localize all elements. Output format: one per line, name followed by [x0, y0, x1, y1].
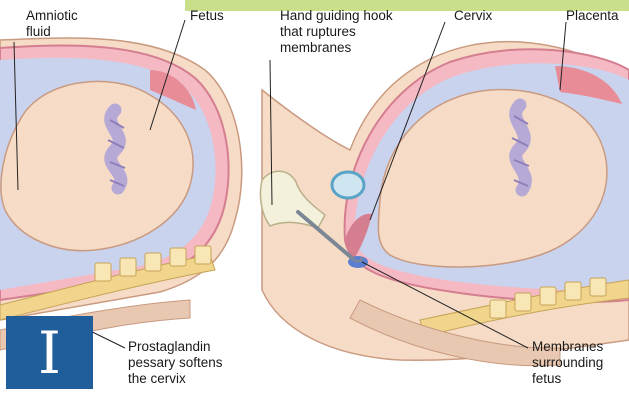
label-cervix: Cervix — [454, 8, 492, 24]
vertebra — [565, 282, 581, 300]
right-panel — [260, 42, 629, 366]
vertebra — [170, 248, 186, 266]
vertebra — [145, 253, 161, 271]
vertebra — [120, 258, 136, 276]
label-membranes: Membranes surrounding fetus — [532, 339, 603, 387]
vertebra — [590, 278, 606, 296]
label-placenta: Placenta — [566, 8, 619, 24]
left-panel — [0, 38, 242, 350]
vertebra — [95, 263, 111, 281]
vertebra — [490, 300, 506, 318]
vertebra — [195, 246, 211, 264]
label-amniotic-fluid: Amniotic fluid — [26, 8, 78, 40]
right-bladder — [332, 172, 364, 198]
accent-bar — [185, 0, 629, 11]
badge-letter: I — [38, 319, 61, 387]
chapter-badge: I — [6, 316, 93, 389]
label-hook: Hand guiding hook that ruptures membrane… — [280, 8, 393, 56]
vertebra — [515, 293, 531, 311]
label-pessary: Prostaglandin pessary softens the cervix — [128, 339, 223, 387]
label-fetus: Fetus — [190, 8, 224, 24]
vertebra — [540, 287, 556, 305]
